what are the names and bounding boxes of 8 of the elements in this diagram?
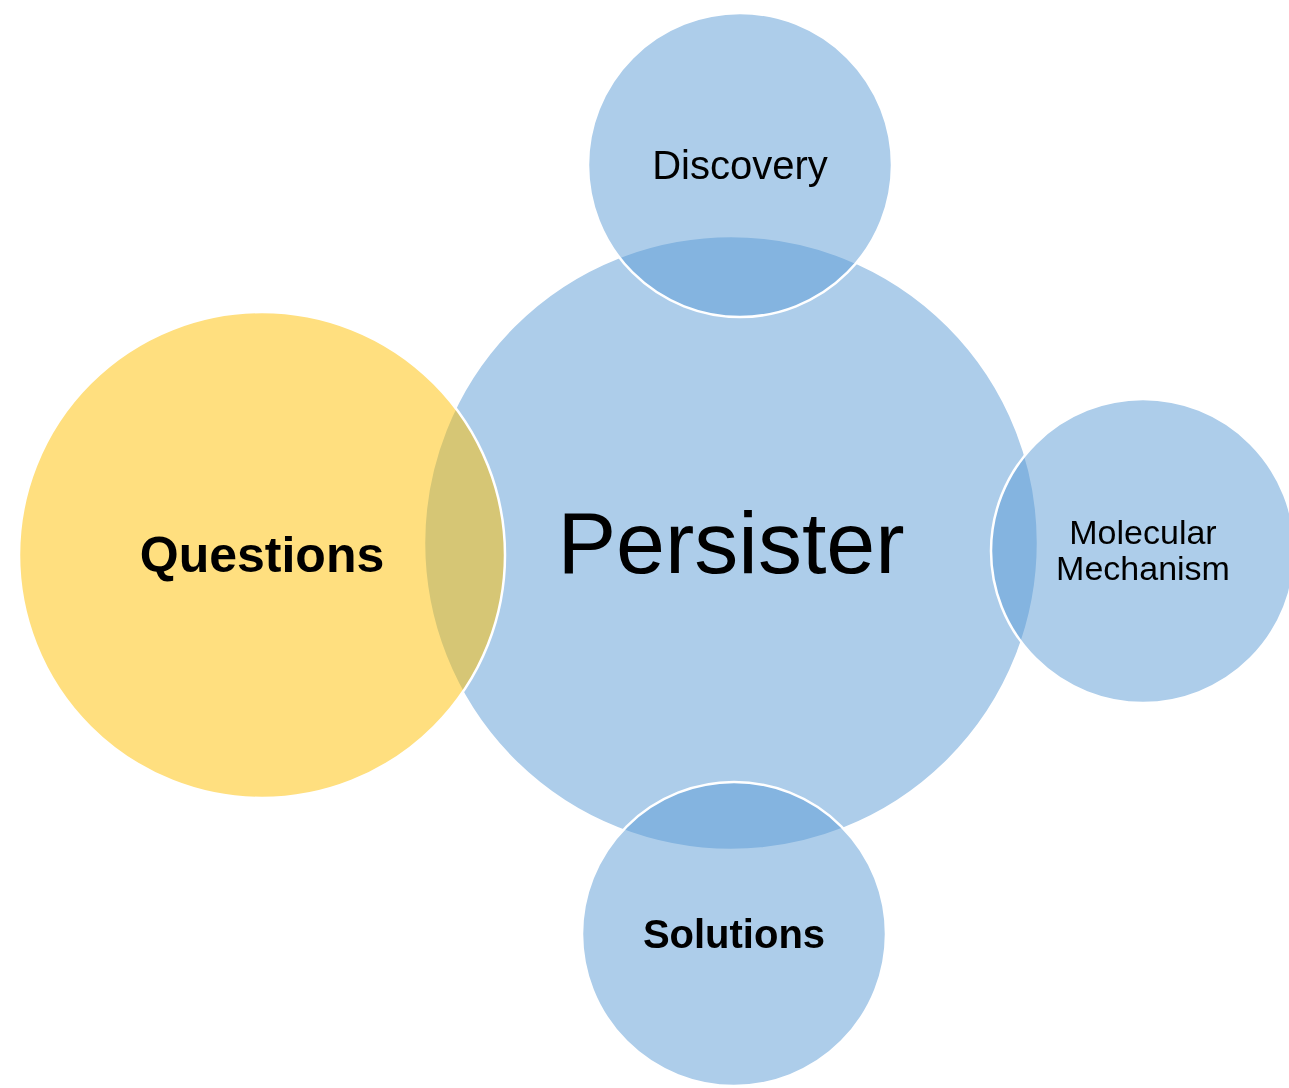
circle-node xyxy=(587,12,893,318)
circle-node xyxy=(18,311,506,799)
circle-label: Discovery xyxy=(652,144,828,186)
circle-node xyxy=(581,781,887,1087)
circle-label: Solutions xyxy=(642,913,826,955)
circle-label: Persister xyxy=(557,496,905,590)
circle-label: Questions xyxy=(139,528,385,582)
circle-label: Molecular Mechanism xyxy=(1055,515,1231,587)
